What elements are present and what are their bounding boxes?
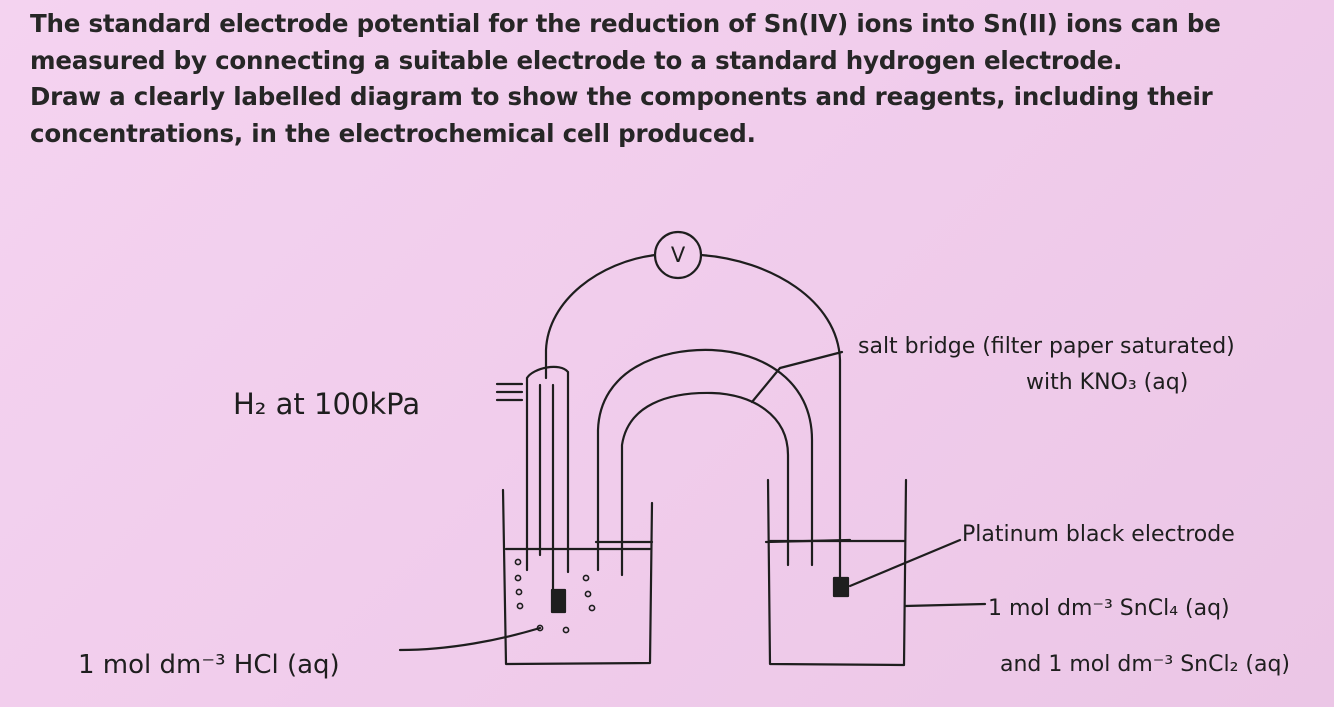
question-text: The standard electrode potential for the… — [30, 6, 1260, 152]
question-line-4: concentrations, in the electrochemical c… — [30, 118, 756, 148]
outer-jacket — [525, 365, 570, 574]
left-beaker-outline — [501, 488, 654, 666]
hydrogen-bubbles — [514, 558, 596, 634]
question-line-3: Draw a clearly labelled diagram to show … — [30, 82, 1213, 111]
salt-bridge-label-line1: salt bridge (filter paper saturated) — [858, 334, 1235, 359]
question-line-1: The standard electrode potential for the… — [30, 9, 1221, 38]
bubble — [514, 558, 522, 566]
salt-bridge-leader-line — [750, 350, 844, 404]
h2-label: H₂ at 100kPa — [233, 387, 420, 421]
gas-arrows — [495, 382, 524, 402]
hcl-label: 1 mol dm⁻³ HCl (aq) — [78, 650, 340, 680]
wire-right — [699, 253, 842, 587]
platinum-leader-line — [848, 538, 962, 588]
bubble — [514, 574, 522, 582]
bubble — [562, 626, 570, 634]
solution-leader-line — [903, 602, 987, 608]
bubble — [582, 574, 590, 582]
inner-tube — [538, 383, 555, 592]
wire-left — [544, 253, 657, 380]
bubble — [584, 590, 592, 598]
voltmeter-label: V — [671, 243, 686, 267]
platinum-plate-right — [832, 576, 850, 598]
bubble — [515, 588, 523, 596]
bubble — [588, 604, 596, 612]
hcl-leader-line — [398, 626, 542, 652]
right-beaker — [766, 478, 908, 667]
question-line-2: measured by connecting a suitable electr… — [30, 45, 1123, 75]
salt-bridge-inner — [620, 391, 790, 577]
hydrogen-electrode — [495, 365, 596, 634]
salt-bridge-outer — [596, 348, 814, 572]
platinum-plate-left — [550, 588, 567, 614]
right-beaker-outline — [766, 478, 908, 667]
sncl2-label: and 1 mol dm⁻³ SnCl₂ (aq) — [1000, 652, 1290, 677]
platinum-label: Platinum black electrode — [962, 522, 1235, 547]
sncl4-label: 1 mol dm⁻³ SnCl₄ (aq) — [988, 596, 1230, 621]
left-beaker — [501, 488, 654, 666]
salt-bridge-label-line2: with KNO₃ (aq) — [1026, 370, 1188, 395]
bubble — [516, 602, 524, 610]
